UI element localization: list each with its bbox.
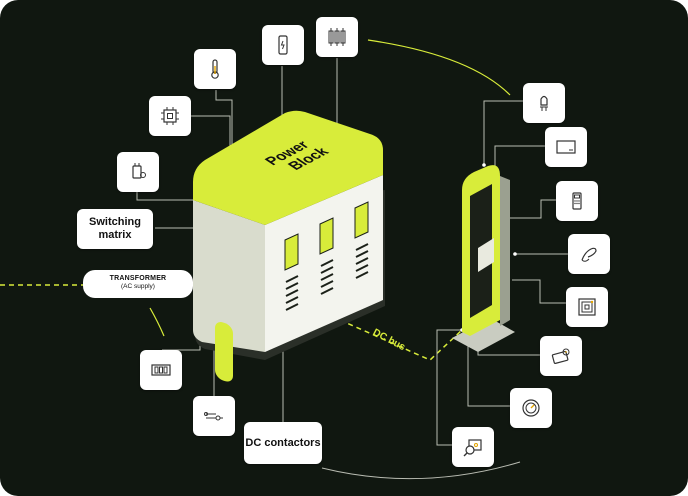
display-screen-icon bbox=[556, 140, 576, 154]
thermometer-card bbox=[194, 49, 236, 89]
diagnostics-card bbox=[452, 427, 494, 467]
cpu-icon bbox=[161, 107, 179, 125]
payment-terminal-card bbox=[540, 336, 582, 376]
dc-contactors-label: DC contactors bbox=[245, 436, 321, 449]
fuse-block-icon bbox=[151, 364, 171, 376]
cable-plug-icon bbox=[204, 412, 223, 421]
plug-connector-icon bbox=[132, 163, 146, 179]
bottom-arc bbox=[321, 461, 521, 480]
card-reader-card bbox=[556, 181, 598, 221]
card-reader-icon bbox=[572, 192, 582, 210]
dc-contactors-card: DC contactors bbox=[244, 422, 322, 464]
diagnostics-icon bbox=[463, 439, 482, 457]
transformer-sub: (AC supply) bbox=[121, 283, 155, 290]
thermometer-icon bbox=[211, 59, 219, 79]
fuse-array-icon bbox=[328, 28, 346, 46]
fuse-array-card bbox=[316, 17, 358, 57]
cpu-card bbox=[149, 96, 191, 136]
energy-meter-card bbox=[510, 388, 552, 428]
charging-handle-card bbox=[568, 234, 610, 274]
payment-terminal-icon bbox=[551, 348, 570, 365]
transformer-pill: TRANSFORMER (AC supply) bbox=[83, 270, 193, 298]
phone-card bbox=[262, 25, 304, 65]
rfid-tag-card bbox=[566, 287, 608, 327]
transformer-title: TRANSFORMER bbox=[109, 275, 167, 282]
charging-station bbox=[452, 165, 515, 352]
energy-meter-icon bbox=[522, 399, 540, 417]
switching-matrix-line1: Switching bbox=[89, 216, 141, 228]
plug-connector-card bbox=[117, 152, 159, 192]
charging-handle-icon bbox=[581, 247, 597, 262]
side-led-panel bbox=[215, 322, 233, 382]
left-arc bbox=[149, 307, 165, 337]
cable-plug-card bbox=[193, 396, 235, 436]
rfid-tag-icon bbox=[578, 298, 596, 316]
switching-matrix-line2: matrix bbox=[98, 229, 132, 241]
dc-bus-line bbox=[339, 319, 463, 361]
top-arc bbox=[367, 39, 511, 96]
light-bulb-card bbox=[523, 83, 565, 123]
display-screen-card bbox=[545, 127, 587, 167]
fuse-block-card bbox=[140, 350, 182, 390]
power-block bbox=[193, 110, 385, 382]
phone-icon bbox=[278, 35, 288, 55]
switching-matrix-card: Switching matrix bbox=[77, 209, 153, 249]
light-bulb-icon bbox=[540, 95, 548, 111]
